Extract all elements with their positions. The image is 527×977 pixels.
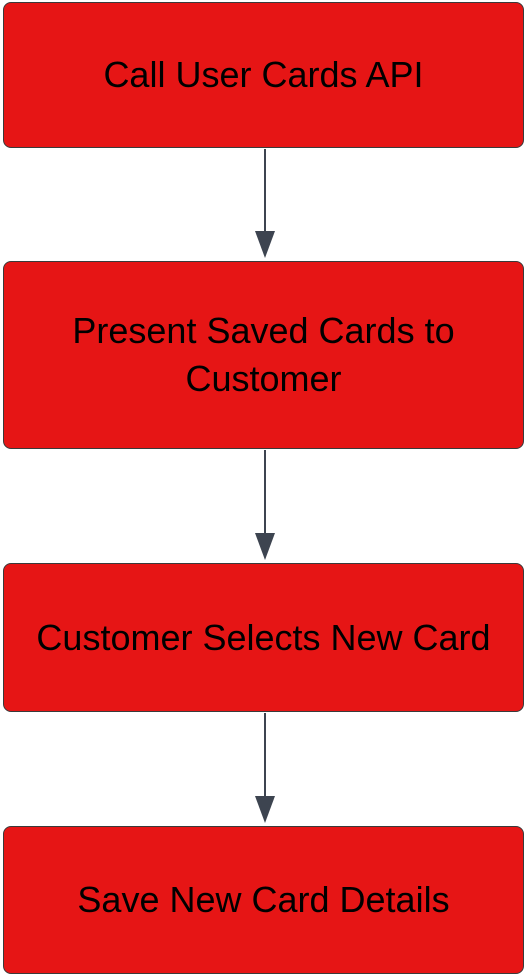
flow-step-present-saved-cards: Present Saved Cards to Customer xyxy=(3,261,524,449)
connector-arrow-2 xyxy=(255,450,275,560)
flow-step-label: Save New Card Details xyxy=(77,879,450,920)
flow-step-customer-selects-new-card: Customer Selects New Card xyxy=(3,563,524,712)
flow-step-save-new-card-details: Save New Card Details xyxy=(3,826,524,974)
flow-step-label: Call User Cards API xyxy=(103,54,424,95)
flow-step-label: Customer Selects New Card xyxy=(36,616,491,658)
flow-step-label: Present Saved Cards to Customer xyxy=(72,310,455,399)
flow-step-call-user-cards-api: Call User Cards API xyxy=(3,2,524,148)
connector-arrow-3 xyxy=(255,713,275,823)
connector-arrow-1 xyxy=(255,149,275,258)
